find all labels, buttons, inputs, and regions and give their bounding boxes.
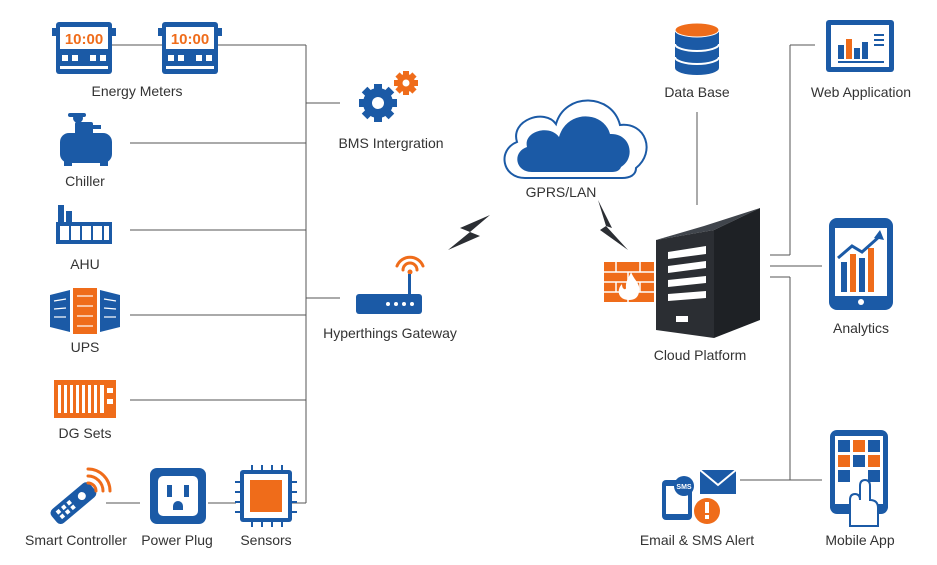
cloud-icon bbox=[503, 99, 648, 179]
data-base-label: Data Base bbox=[664, 84, 730, 100]
ahu-icon bbox=[56, 205, 112, 244]
bms-integration-label: BMS Intergration bbox=[338, 135, 444, 151]
cloud-platform-label: Cloud Platform bbox=[653, 347, 747, 363]
chiller-icon bbox=[60, 113, 112, 166]
dg-sets-label: DG Sets bbox=[58, 425, 112, 441]
lightning-icon bbox=[598, 200, 628, 250]
server-tower-icon bbox=[656, 208, 760, 338]
database-icon bbox=[674, 22, 720, 75]
energy-meter-icon: 10:00 bbox=[52, 22, 116, 74]
gprs-lan-label: GPRS/LAN bbox=[525, 184, 597, 200]
remote-control-icon bbox=[50, 467, 112, 525]
meter-display-2: 10:00 bbox=[171, 31, 209, 48]
sensor-chip-icon bbox=[235, 465, 297, 527]
sensors-label: Sensors bbox=[240, 532, 292, 548]
chiller-label: Chiller bbox=[65, 173, 105, 189]
tablet-analytics-icon bbox=[829, 218, 893, 310]
firewall-icon bbox=[604, 262, 654, 302]
connector-lines bbox=[106, 44, 822, 504]
web-application-label: Web Application bbox=[810, 84, 912, 100]
lightning-icon bbox=[448, 215, 490, 250]
email-sms-alert-label: Email & SMS Alert bbox=[639, 532, 755, 548]
mobile-app-icon bbox=[830, 430, 888, 527]
dg-set-icon bbox=[54, 380, 116, 418]
ahu-label: AHU bbox=[70, 256, 100, 272]
analytics-label: Analytics bbox=[832, 320, 890, 336]
ups-icon bbox=[50, 288, 120, 334]
router-icon bbox=[356, 255, 425, 314]
mobile-app-label: Mobile App bbox=[825, 532, 895, 548]
gateway-label: Hyperthings Gateway bbox=[323, 325, 457, 341]
smart-controller-label: Smart Controller bbox=[25, 532, 127, 548]
ups-label: UPS bbox=[70, 339, 100, 355]
web-dashboard-icon bbox=[826, 20, 894, 72]
meter-display-1: 10:00 bbox=[65, 31, 103, 48]
energy-meters-label: Energy Meters bbox=[91, 83, 183, 99]
power-plug-label: Power Plug bbox=[141, 532, 213, 548]
sms-badge: SMS bbox=[676, 484, 692, 491]
power-plug-icon bbox=[150, 468, 206, 524]
email-sms-alert-icon: SMS bbox=[662, 469, 737, 524]
gears-icon bbox=[359, 71, 418, 122]
energy-meter-icon: 10:00 bbox=[158, 22, 222, 74]
